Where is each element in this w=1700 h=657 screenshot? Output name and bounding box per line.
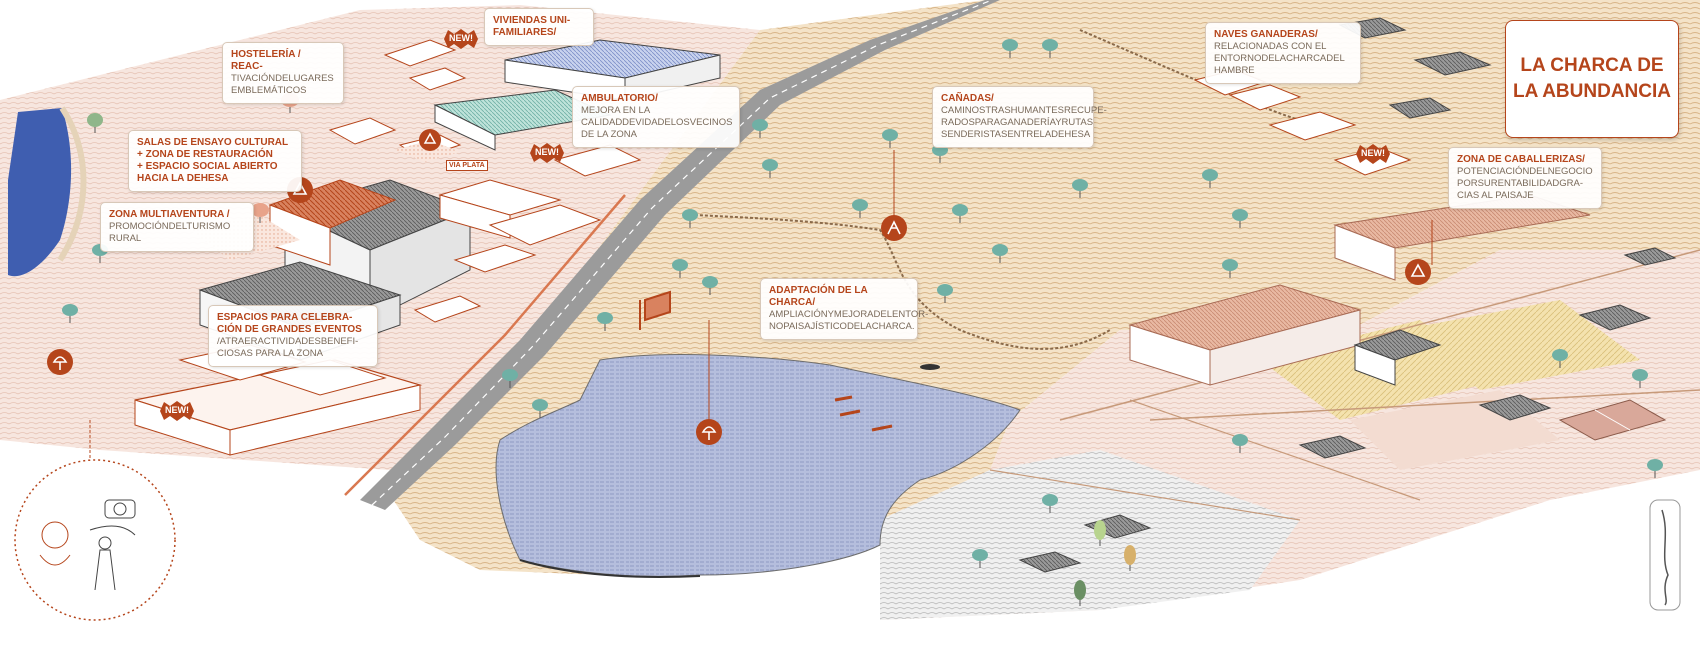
label-subtitle: MEJORA EN LA <box>581 105 651 116</box>
adventure-icon <box>881 215 907 241</box>
label-subtitle: PORSURENTABILIDADGRA- <box>1457 178 1583 189</box>
title-line-1: LA CHARCA DE <box>1520 55 1664 76</box>
new-badge-text: NEW! <box>449 33 473 43</box>
label-title: ZONA DE CABALLERIZAS/ <box>1457 154 1585 165</box>
field-yellow-2 <box>1400 300 1640 390</box>
road-centerline <box>371 0 993 506</box>
label-title: ADAPTACIÓN DE LA CHARCA/ <box>769 285 868 308</box>
label-subtitle: TIVACIÓNDELUGARES <box>231 73 334 84</box>
label-subtitle: HAMBRE <box>1214 65 1255 76</box>
title-line-2: LA ABUNDANCIA <box>1513 81 1671 102</box>
nave-large <box>1128 284 1362 386</box>
new-badge: NEW! <box>442 28 480 50</box>
label-title: FAMILIARES/ <box>493 27 557 38</box>
label-subtitle: AMPLIACIÓNYMEJORADELENTOR- <box>769 309 929 320</box>
label-title: CIÓN DE GRANDES EVENTOS <box>217 324 362 335</box>
tree-icon <box>47 349 73 375</box>
canoe <box>839 409 861 417</box>
label-title: ZONA MULTIAVENTURA / <box>109 209 230 220</box>
grey-plots <box>880 450 1300 620</box>
label-subtitle: DE LA ZONA <box>581 129 637 140</box>
label-caballerizas: ZONA DE CABALLERIZAS/ POTENCIACIÓNDELNEG… <box>1448 147 1602 209</box>
main-road <box>360 0 1000 510</box>
label-subtitle: RELACIONADAS CON EL <box>1214 41 1327 52</box>
label-espacios: ESPACIOS PARA CELEBRA-CIÓN DE GRANDES EV… <box>208 305 378 367</box>
label-subtitle: RADOSPARAGANADERÍAYRUTAS <box>941 117 1094 128</box>
label-subtitle: CIOSAS PARA LA ZONA <box>217 348 323 359</box>
tree-icon <box>696 419 722 445</box>
label-subtitle: CALIDADDEVIDADELOSVECINOS <box>581 117 733 128</box>
compass-icon <box>1649 499 1681 611</box>
label-title: SALAS DE ENSAYO CULTURAL <box>137 137 289 148</box>
recycle-icon <box>419 129 441 151</box>
label-multiaventura: ZONA MULTIAVENTURA / PROMOCIÓNDELTURISMO… <box>100 202 254 252</box>
label-subtitle: POTENCIACIÓNDELNEGOCIO <box>1457 166 1593 177</box>
label-canadas: CAÑADAS/ CAMINOSTRASHUMANTESRECUPE-RADOS… <box>932 86 1107 148</box>
via-plata-sign: VIA PLATA <box>446 160 488 171</box>
river-edge <box>57 106 87 262</box>
label-subtitle: NOPAISAJÍSTICODELACHARCA. <box>769 321 915 332</box>
recycle-icon <box>1405 259 1431 285</box>
label-title: HOSTELERÍA / REAC- <box>231 49 301 72</box>
label-title: + ESPACIO SOCIAL ABIERTO <box>137 161 278 172</box>
boat <box>920 364 940 370</box>
plot-houses <box>1018 247 1677 573</box>
label-subtitle: /ATRAERACTIVIDADESBENEFI- <box>217 336 359 347</box>
label-viviendas: VIVIENDAS UNI-FAMILIARES/ <box>484 8 594 46</box>
label-subtitle: SENDERISTASENTRELADEHESA <box>941 129 1091 140</box>
label-title: ESPACIOS PARA CELEBRA- <box>217 312 353 323</box>
new-badge-text: NEW! <box>535 147 559 157</box>
bike-lane <box>344 194 626 496</box>
label-subtitle: CIAS AL PAISAJE <box>1457 190 1534 201</box>
binoculars-icon <box>14 459 176 621</box>
canoe <box>871 424 893 432</box>
river <box>8 108 72 277</box>
label-subtitle: RURAL <box>109 233 142 244</box>
canada-path <box>694 214 1111 350</box>
label-title: CAÑADAS/ <box>941 93 994 104</box>
label-subtitle: PROMOCIÓNDELTURISMO <box>109 221 231 232</box>
new-badge: NEW! <box>158 400 196 422</box>
label-title: VIVIENDAS UNI- <box>493 15 571 26</box>
new-badge: NEW! <box>1354 143 1392 165</box>
label-subtitle: EMBLEMÁTICOS <box>231 85 307 96</box>
label-title: + ZONA DE RESTAURACIÓN <box>137 149 273 160</box>
new-badge-text: NEW! <box>165 405 189 415</box>
label-salas: SALAS DE ENSAYO CULTURAL + ZONA DE RESTA… <box>128 130 302 192</box>
new-badge-text: NEW! <box>1361 148 1385 158</box>
map-title: LA CHARCA DE LA ABUNDANCIA <box>1505 20 1679 138</box>
label-title: AMBULATORIO/ <box>581 93 658 104</box>
plaza-2 <box>395 140 460 162</box>
label-title: HACIA LA DEHESA <box>137 173 229 184</box>
flag <box>639 290 671 330</box>
label-title: NAVES GANADERAS/ <box>1214 29 1318 40</box>
charca-pond <box>495 354 1021 577</box>
canoe <box>834 395 853 402</box>
tennis-court <box>1558 399 1667 441</box>
label-charca: ADAPTACIÓN DE LA CHARCA/ AMPLIACIÓNYMEJO… <box>760 278 929 340</box>
building-cultural <box>268 179 397 266</box>
label-subtitle: ENTORNODELACHARCADEL <box>1214 53 1345 64</box>
buildings-row-houses <box>413 144 642 323</box>
new-badge: NEW! <box>528 142 566 164</box>
label-subtitle: CAMINOSTRASHUMANTESRECUPE- <box>941 105 1107 116</box>
